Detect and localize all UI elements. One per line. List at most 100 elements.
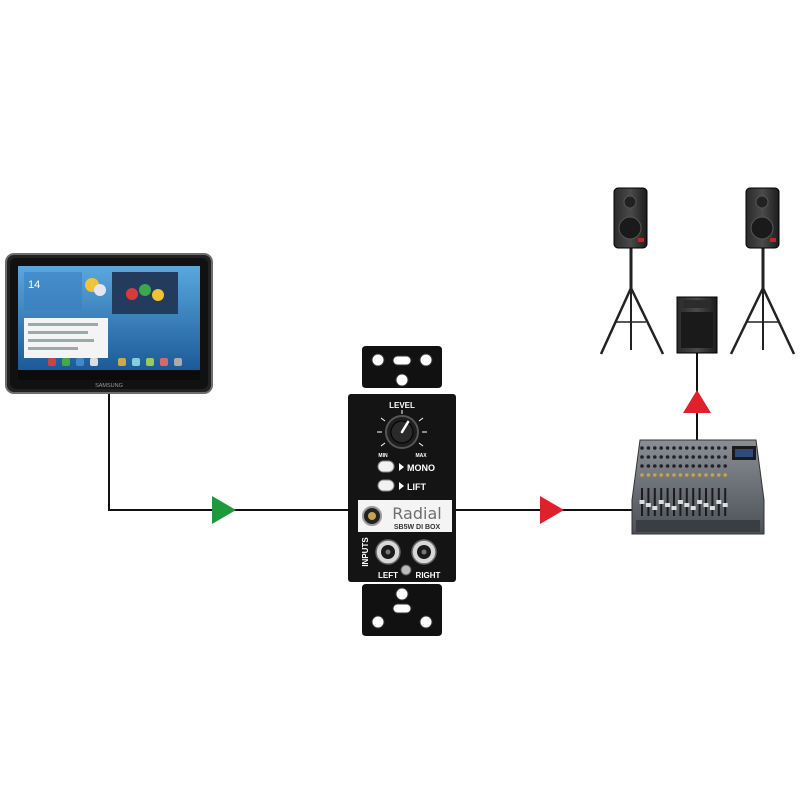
mixer-knob <box>723 446 727 450</box>
mixer-knob <box>691 446 695 450</box>
mixer-knob <box>691 473 695 477</box>
mixer-knob <box>640 455 644 459</box>
left-label: LEFT <box>378 571 398 580</box>
lift-label: LIFT <box>407 482 426 492</box>
mixer-knob <box>678 464 683 468</box>
mixer-knob <box>710 455 715 459</box>
mixer-knob <box>704 446 708 450</box>
mixer-knob <box>685 473 689 477</box>
mixer-knob <box>653 446 657 450</box>
center-screw <box>400 564 412 576</box>
mixer-knob <box>685 446 689 450</box>
mixer-knob <box>665 473 670 477</box>
cable-tablet-to-di <box>108 392 350 511</box>
mixer-console <box>631 439 765 535</box>
inputs-label: INPUTS <box>361 537 370 567</box>
mixer-knob <box>697 455 702 459</box>
mixer-fader-slot <box>705 488 707 516</box>
mixer-knob <box>640 446 644 450</box>
mixer-fader-cap <box>703 503 709 507</box>
mixer-fader-slot <box>647 488 650 516</box>
mixer-fader-cap <box>671 506 677 510</box>
mixer-fader-cap <box>722 503 728 507</box>
mixer-knob <box>723 464 727 468</box>
mixer-fader-cap <box>665 503 671 507</box>
mixer-fader-cap <box>690 506 696 510</box>
mixer-fader-cap <box>684 503 690 507</box>
mixer-knob <box>659 446 663 450</box>
mixer-knob <box>640 473 644 477</box>
mixer-knob <box>723 473 727 477</box>
mixer-knob <box>697 473 702 477</box>
mixer-knob <box>659 473 663 477</box>
arrow-green-right-icon <box>212 496 236 524</box>
mixer-knob <box>710 473 715 477</box>
mixer-knob <box>659 464 663 468</box>
tablet-clock: 14 <box>28 279 40 291</box>
level-label: LEVEL <box>389 401 415 410</box>
mixer-knob <box>646 455 651 459</box>
speaker-right <box>729 187 796 355</box>
mixer-knob <box>653 455 657 459</box>
mixer-knob <box>717 464 721 468</box>
mixer-fader-slot <box>685 488 688 516</box>
model-label: SB5W DI BOX <box>394 524 441 531</box>
mixer-fader-cap <box>716 500 722 504</box>
mixer-knob <box>710 464 715 468</box>
mixer-fader-slot <box>724 488 727 516</box>
mixer-fader-cap <box>639 500 645 504</box>
max-label: MAX <box>415 453 427 459</box>
mixer-knob <box>653 473 657 477</box>
mono-switch[interactable] <box>377 460 395 473</box>
arrow-red-right-icon <box>540 496 564 524</box>
lift-switch[interactable] <box>377 479 395 492</box>
tablet-brand: SAMSUNG <box>95 383 123 389</box>
mixer-knob <box>646 446 651 450</box>
mixer-knob <box>697 464 702 468</box>
mixer-knob <box>717 455 721 459</box>
mixer-knob <box>697 446 702 450</box>
mixer-fader-cap <box>645 503 651 507</box>
mixer-knob <box>665 464 670 468</box>
mixer-knob <box>704 473 708 477</box>
mixer-knob <box>665 446 670 450</box>
mixer-knob <box>653 464 657 468</box>
mixer-fader-slot <box>673 488 675 516</box>
mixer-knob <box>646 473 651 477</box>
mixer-knob <box>672 464 676 468</box>
mixer-knob <box>640 464 644 468</box>
mixer-knob <box>678 455 683 459</box>
mixer-knob <box>710 446 715 450</box>
mixer-fader-cap <box>652 506 658 510</box>
tablet-device: 14 SAMSUNG <box>5 253 213 394</box>
mixer-fader-slot <box>692 488 695 516</box>
brand-logo: Radial <box>392 504 441 523</box>
mixer-knob <box>672 446 676 450</box>
mixer-knob <box>723 455 727 459</box>
mixer-knob <box>672 455 676 459</box>
mixer-fader-slot <box>711 488 714 516</box>
mixer-fader-cap <box>697 500 703 504</box>
mixer-fader-cap <box>677 500 683 504</box>
mixer-knob <box>678 473 683 477</box>
mixer-knob <box>691 464 695 468</box>
min-label: MIN <box>378 453 388 459</box>
mixer-knob <box>672 473 676 477</box>
subwoofer <box>676 296 718 354</box>
mixer-fader-slot <box>666 488 669 516</box>
mixer-knob <box>665 455 670 459</box>
mixer-knob <box>659 455 663 459</box>
mixer-fader-cap <box>709 506 715 510</box>
mixer-knob <box>685 464 689 468</box>
speaker-left <box>599 187 665 355</box>
mono-label: MONO <box>407 463 435 473</box>
mixer-knob <box>717 446 721 450</box>
mixer-fader-slot <box>653 488 656 516</box>
mixer-knob <box>691 455 695 459</box>
mixer-knob <box>646 464 651 468</box>
mixer-knob <box>704 464 708 468</box>
mixer-knob <box>704 455 708 459</box>
mixer-fader-cap <box>658 500 664 504</box>
di-box-device: LEVEL MIN MAX MONO LIFT Radial SB5W DI B… <box>348 346 456 636</box>
